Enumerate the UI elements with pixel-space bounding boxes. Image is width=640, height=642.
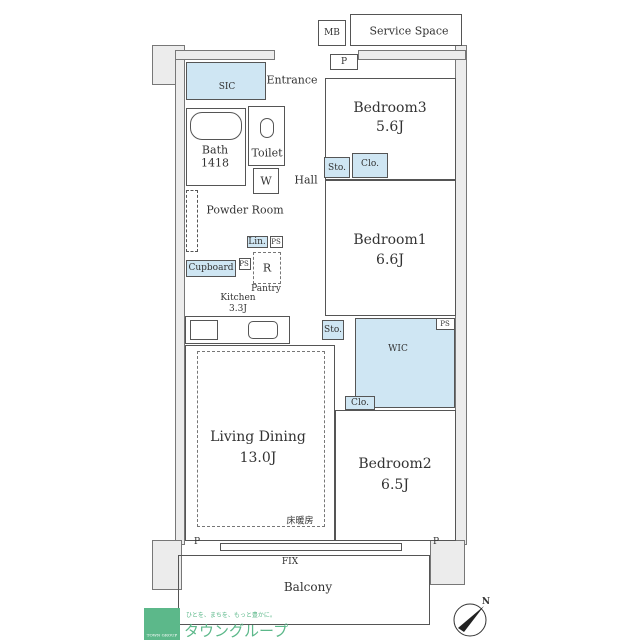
bedroom1 <box>325 180 456 316</box>
clo-box-1: Clo. <box>352 153 388 178</box>
bedroom1-size: 6.6J <box>376 252 404 268</box>
cupboard: Cupboard <box>186 260 236 277</box>
balcony <box>178 555 430 625</box>
powder-room-label: Powder Room <box>206 203 284 217</box>
sto-box-2: Sto. <box>322 320 344 340</box>
floor-heating-area <box>197 351 325 527</box>
kitchen-label: Kitchen <box>220 293 256 303</box>
linen-box: Lin. <box>247 236 268 248</box>
compass-icon: N <box>450 597 491 638</box>
toilet-bowl <box>260 118 274 138</box>
vanity <box>186 190 198 252</box>
ps-box-2: PS <box>239 258 251 270</box>
clo-box-2: Clo. <box>345 396 375 410</box>
service-space: Service Space <box>350 14 462 46</box>
wic: WIC <box>355 318 455 408</box>
bathtub <box>190 112 242 140</box>
toilet <box>248 106 285 166</box>
logo-tagline: ひとを、まちを、もっと豊かに。 <box>186 612 276 619</box>
clo-label: Clo. <box>361 159 379 169</box>
balcony-label: Balcony <box>283 580 333 594</box>
service-space-label: Service Space <box>369 24 449 38</box>
refrigerator-space: R <box>253 252 281 284</box>
living-dining-label: Living Dining <box>210 429 306 445</box>
pantry-label: Pantry <box>251 284 281 294</box>
bath-label: Bath <box>201 143 229 157</box>
logo-sub: TOWN GROUP <box>146 632 178 638</box>
wall-right <box>455 45 467 545</box>
ps-label: PS <box>440 320 450 328</box>
fix-label: FIX <box>281 557 299 567</box>
ps-box-3: PS <box>436 318 455 330</box>
bedroom2 <box>335 410 456 541</box>
cupboard-label: Cupboard <box>188 263 234 273</box>
ps-label: PS <box>239 260 249 268</box>
bedroom2-size: 6.5J <box>381 477 409 493</box>
logo-name: タウングループ <box>184 622 289 640</box>
living-dining <box>185 345 335 541</box>
bath <box>186 108 246 186</box>
toilet-label: Toilet <box>251 146 283 160</box>
kitchen-size: 3.3J <box>229 304 247 314</box>
wic-label: WIC <box>388 344 408 354</box>
sink <box>248 321 278 339</box>
sto-label: Sto. <box>328 163 346 173</box>
mb-label: MB <box>324 28 340 38</box>
living-dining-size: 13.0J <box>239 450 277 466</box>
sic-storage: SIC <box>186 62 266 100</box>
wall-top-right <box>358 50 466 60</box>
p-label-br: P <box>432 537 440 547</box>
floor-heating-label: 床暖房 <box>286 516 314 527</box>
bath-size: 1418 <box>201 156 229 170</box>
bedroom2-label: Bedroom2 <box>358 456 432 472</box>
kitchen-counter <box>185 316 290 344</box>
sto-box-1: Sto. <box>324 157 350 178</box>
mb-box: MB <box>318 20 346 46</box>
compass-n: N <box>481 597 491 607</box>
stove <box>190 320 218 340</box>
entrance-label: Entrance <box>266 73 318 87</box>
logo: TOWN GROUP <box>144 608 180 640</box>
washer-box: W <box>253 168 279 194</box>
washer-label: W <box>260 174 272 188</box>
bedroom3-label: Bedroom3 <box>353 100 427 116</box>
sash-window <box>220 543 402 551</box>
wall-top <box>175 50 275 60</box>
bedroom3-size: 5.6J <box>376 119 404 135</box>
ps-box-1: PS <box>270 236 283 248</box>
hall-label: Hall <box>294 173 318 187</box>
p-label-bl: P <box>193 537 201 547</box>
sic-label: SIC <box>218 82 236 92</box>
sto-label: Sto. <box>324 325 342 335</box>
linen-label: Lin. <box>248 237 266 247</box>
clo-label: Clo. <box>351 398 369 408</box>
wall-bottom <box>152 540 182 590</box>
bedroom3 <box>325 78 456 180</box>
bedroom1-label: Bedroom1 <box>353 232 427 248</box>
ps-label: PS <box>271 238 281 246</box>
wall-left-main <box>175 50 185 545</box>
wall-bottom-right <box>430 540 465 585</box>
refrigerator-label: R <box>262 261 272 275</box>
p-label: P <box>340 57 348 67</box>
p-box-top: P <box>330 54 358 70</box>
